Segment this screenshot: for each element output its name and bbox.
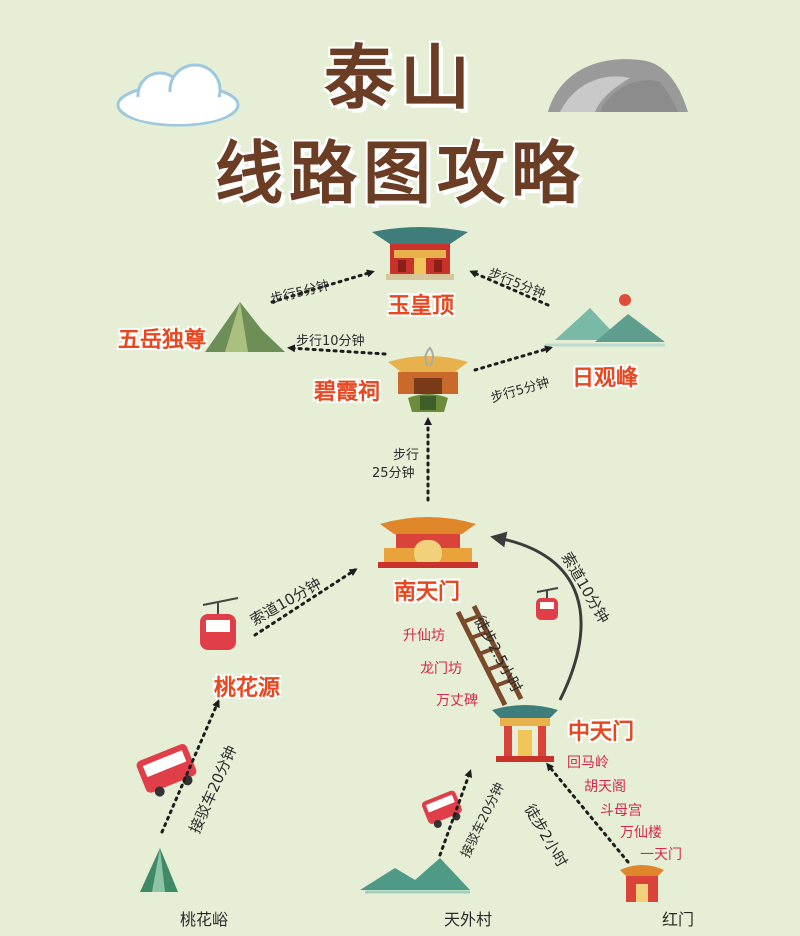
title-main: 泰山	[324, 37, 476, 119]
base-tianwaicun: 天外村	[444, 910, 493, 929]
place-yuhuangding: 玉皇顶	[379, 288, 463, 320]
tianwaicun-mountain-icon	[360, 858, 470, 894]
sunrise-mountain-icon	[545, 294, 665, 347]
bus-small-icon	[421, 790, 462, 828]
route-arrow-wuyue-to-yuhuang	[270, 269, 375, 304]
base-taohuayu: 桃花峪	[180, 910, 229, 929]
route-label-to-wuyue: 步行10分钟	[296, 334, 365, 349]
cable-car-small-icon	[536, 587, 559, 620]
sight-upper-2: 龙门坊	[420, 661, 462, 677]
place-wuyueduzun: 五岳独尊	[109, 322, 215, 354]
hongmen-gate-icon	[620, 865, 664, 902]
place-riguanfeng: 日观峰	[563, 360, 647, 392]
mountain-icon	[205, 302, 285, 352]
place-zhongtianmen: 中天门	[559, 714, 643, 746]
bixia-temple-icon	[388, 346, 468, 412]
sight-upper-1: 升仙坊	[403, 628, 445, 644]
cloud-icon	[116, 63, 240, 127]
place-bixiaci: 碧霞祠	[305, 374, 389, 406]
sight-upper-3: 万丈碑	[436, 693, 478, 709]
sight-lower-3: 斗母宫	[600, 803, 642, 819]
place-nantianmen: 南天门	[385, 574, 469, 606]
route-arrow-taohuayu-to-taohua	[160, 699, 220, 834]
route-label-to-bixia-2: 25分钟	[372, 466, 415, 481]
route-arrow-tianwai-to-zhongtian	[438, 769, 473, 857]
title-sub: 线路图攻略	[214, 135, 585, 214]
bus-icon	[136, 743, 197, 797]
route-arrow-bixia-to-wuyue	[287, 344, 387, 356]
temple-icon	[372, 227, 468, 280]
sight-lower-2: 胡天阁	[584, 779, 626, 795]
route-arrow-taohua-to-nantian	[253, 568, 358, 637]
taohuayu-mountain-icon	[140, 848, 178, 892]
cable-arc-zhongtian-to-nantian	[490, 531, 583, 701]
base-hongmen: 红门	[662, 910, 695, 929]
ladder-icon	[455, 604, 524, 707]
route-arrow-riguan-to-yuhuang	[469, 270, 550, 307]
sight-lower-1: 回马岭	[567, 755, 609, 771]
route-arrow-bixia-to-riguan	[473, 345, 553, 372]
route-label-to-bixia-1: 步行	[393, 448, 420, 463]
rock-icon	[548, 59, 688, 112]
nantianmen-gate-icon	[378, 517, 478, 568]
place-taohuayuan: 桃花源	[205, 670, 289, 702]
cable-car-icon	[200, 597, 239, 650]
sight-lower-5: 一天门	[640, 847, 682, 863]
sight-lower-4: 万仙楼	[620, 825, 662, 841]
route-arrow-hongmen-to-zhongtian	[546, 762, 630, 864]
zhongtianmen-gate-icon	[492, 705, 558, 762]
